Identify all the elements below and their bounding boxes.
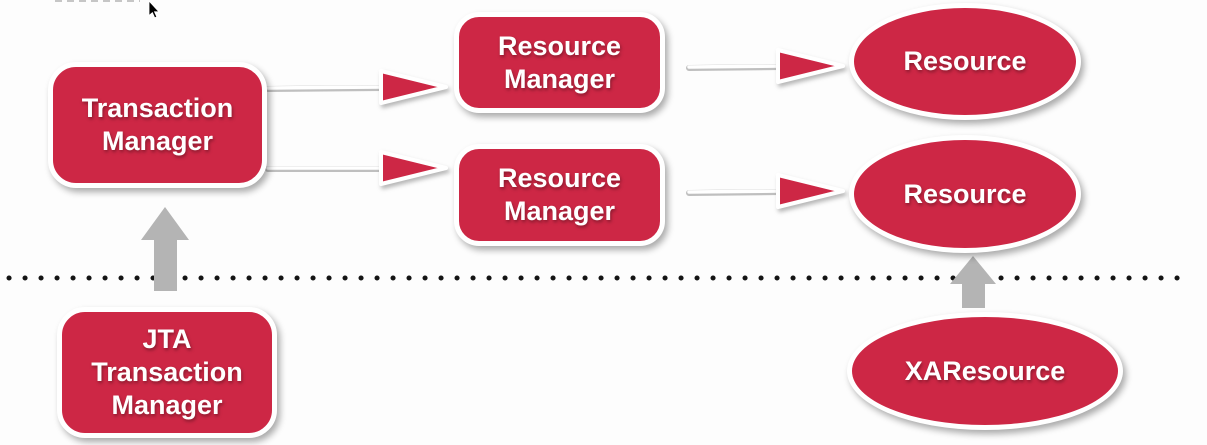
node-resource-manager-1: Resource Manager	[454, 12, 665, 113]
node-label-jta-transaction-manager: JTA Transaction Manager	[91, 324, 243, 420]
node-xa-resource: XAResource	[847, 312, 1123, 430]
node-label-resource-manager-1: Resource Manager	[497, 30, 622, 94]
node-resource-manager-2: Resource Manager	[454, 144, 665, 246]
node-resource-1: Resource	[849, 3, 1081, 120]
node-resource-2: Resource	[849, 135, 1081, 253]
arrow-tm-to-rm1	[265, 69, 448, 105]
node-label-resource-1: Resource	[903, 46, 1027, 77]
node-label-transaction-manager: Transaction Manager	[81, 93, 234, 156]
node-jta-transaction-manager: JTA Transaction Manager	[57, 307, 277, 438]
arrow-rm1-to-resource1	[686, 48, 845, 84]
gray-up-arrow-xa-to-resource	[950, 256, 996, 308]
node-transaction-manager: Transaction Manager	[48, 62, 267, 188]
node-label-xa-resource: XAResource	[904, 355, 1066, 386]
arrow-rm2-to-resource2	[686, 173, 845, 209]
gray-up-arrow-jta-to-tm	[141, 207, 189, 291]
node-label-resource-manager-2: Resource Manager	[497, 163, 622, 226]
mouse-pointer-icon	[148, 1, 160, 19]
node-label-resource-2: Resource	[903, 178, 1027, 209]
arrow-tm-to-rm2	[265, 150, 448, 186]
